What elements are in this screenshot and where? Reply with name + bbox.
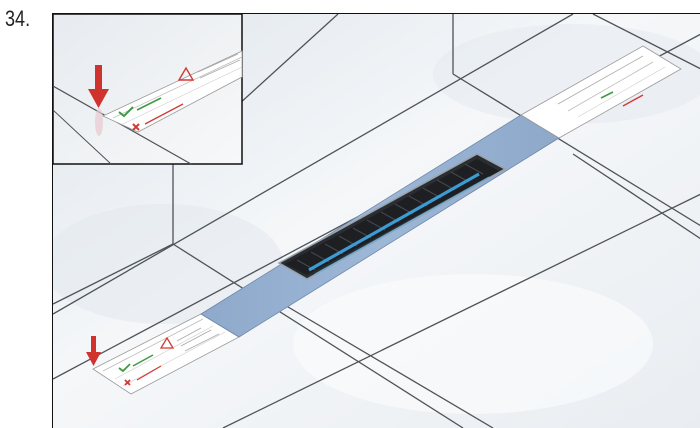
detail-inset [53,14,242,164]
step-number: 34. [5,6,30,32]
installation-illustration [52,13,700,428]
